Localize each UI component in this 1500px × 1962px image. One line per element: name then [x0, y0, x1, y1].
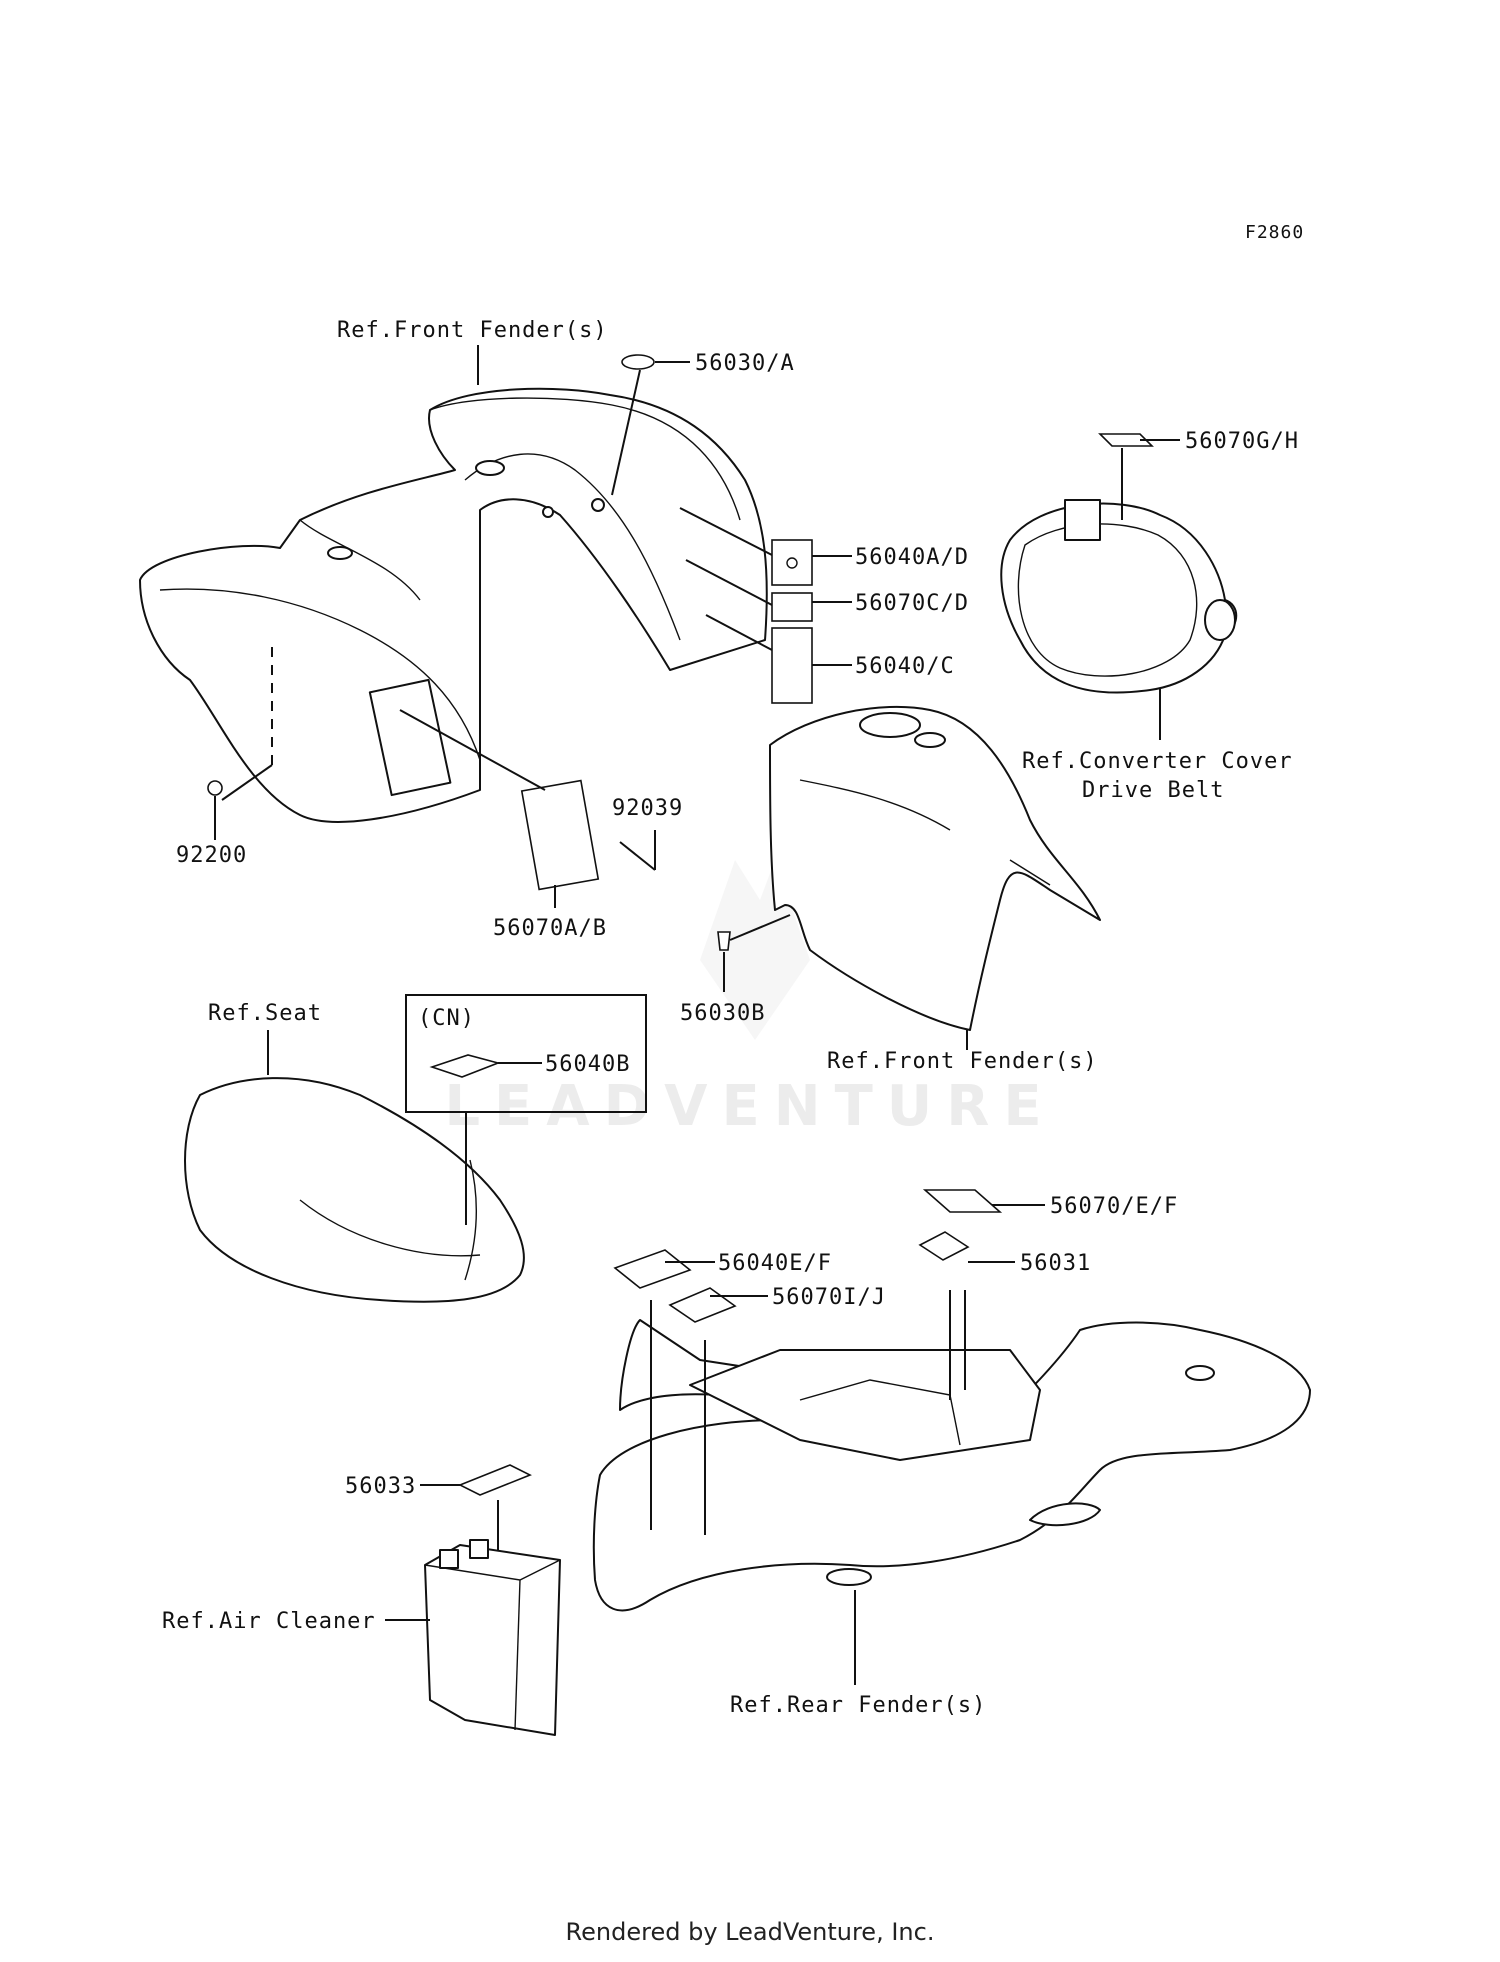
label-92200: 92200: [176, 843, 247, 868]
label-56040b: 56040B: [545, 1052, 630, 1077]
label-56070gh: 56070G/H: [1185, 429, 1299, 454]
cn-box: [405, 994, 647, 1113]
label-56033: 56033: [345, 1474, 416, 1499]
decal-56070ij: [668, 1287, 737, 1323]
watermark-text: LEADVENTURE: [444, 1074, 1055, 1139]
ref-rear-fender-label: Ref.Rear Fender(s): [730, 1693, 986, 1718]
leader-line: [705, 614, 773, 651]
label-56070ab: 56070A/B: [493, 916, 607, 941]
air-cleaner-part: [424, 1539, 561, 1736]
cn-label: (CN): [418, 1006, 475, 1031]
label-56040ad: 56040A/D: [855, 545, 969, 570]
ref-front-fender-mid-label: Ref.Front Fender(s): [827, 1049, 1098, 1074]
seat-part: [184, 1077, 525, 1303]
label-56030a: 56030/A: [695, 351, 795, 376]
footer-credit: Rendered by LeadVenture, Inc.: [565, 1918, 935, 1946]
figure-id: F2860: [1245, 222, 1304, 243]
label-56040ef: 56040E/F: [718, 1251, 832, 1276]
label-92039: 92039: [612, 796, 683, 821]
label-56040c: 56040/C: [855, 654, 955, 679]
part-92039: [619, 841, 656, 871]
decal-56070gh: [1098, 433, 1154, 447]
decal-56030b: [717, 931, 731, 951]
ref-seat-label: Ref.Seat: [208, 1001, 322, 1026]
decal-56040c: [771, 627, 813, 704]
front-fender-part: [139, 387, 768, 823]
leader-line: [685, 559, 773, 606]
ref-converter-cover-label: Ref.Converter Cover: [1022, 749, 1293, 774]
leader-line: [729, 914, 791, 941]
label-56070cd: 56070C/D: [855, 591, 969, 616]
label-56031: 56031: [1020, 1251, 1091, 1276]
ref-front-fender-top-label: Ref.Front Fender(s): [337, 318, 608, 343]
front-fender-mid-part: [769, 705, 1101, 1031]
leader-line: [399, 709, 546, 791]
leader-line: [679, 507, 773, 556]
converter-cover-part: [1000, 499, 1238, 694]
label-56070ij: 56070I/J: [772, 1285, 886, 1310]
decal-56040ad: [771, 539, 813, 586]
decal-56070ab: [520, 779, 600, 891]
decal-56030a: [621, 354, 655, 370]
leader-line: [611, 369, 641, 496]
label-56070ef: 56070/E/F: [1050, 1194, 1178, 1219]
ref-air-cleaner-label: Ref.Air Cleaner: [162, 1609, 376, 1634]
label-56030b: 56030B: [680, 1001, 765, 1026]
decal-56031: [918, 1231, 970, 1261]
rear-fender-part: [592, 1319, 1311, 1612]
decal-56070ef: [922, 1189, 1003, 1213]
part-92200: [207, 780, 223, 796]
decal-56033: [458, 1464, 532, 1496]
decal-56070cd: [771, 592, 813, 622]
leader-line: [221, 764, 273, 801]
decal-56040ef: [613, 1249, 692, 1289]
drive-belt-label: Drive Belt: [1082, 778, 1224, 803]
